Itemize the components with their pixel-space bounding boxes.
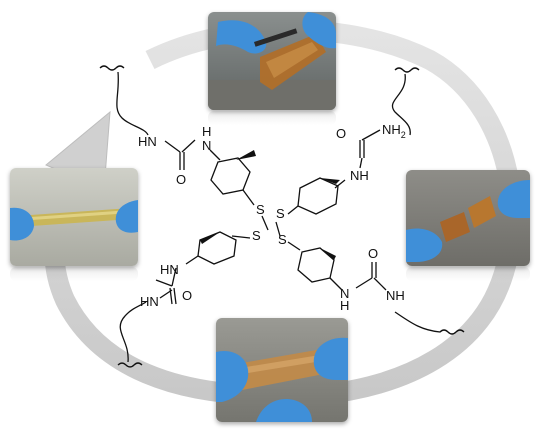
glove-right-icon — [115, 200, 138, 233]
label-hn-bottom-left-1: HN — [160, 262, 179, 277]
glove-left-icon — [216, 20, 267, 54]
polymer-chain-top-right — [392, 67, 420, 136]
label-s-4: S — [278, 232, 287, 247]
amber-gel-piece-left — [440, 212, 470, 242]
label-o-bottom-right: O — [368, 246, 378, 261]
polymer-chain-bottom-right — [394, 311, 465, 335]
photo-healed-rod — [216, 318, 348, 422]
label-n-top-left: N — [202, 138, 211, 153]
benzene-ring-top-left — [210, 157, 251, 195]
label-s-3: S — [252, 228, 261, 243]
benzene-ring-top-right — [297, 177, 339, 215]
blade-icon — [253, 28, 298, 47]
glove-bottom-icon — [256, 398, 312, 422]
label-o-bottom-left: O — [182, 288, 192, 303]
benzene-ring-bottom-left — [197, 231, 237, 265]
label-nh2-top-right: NH2 — [382, 122, 406, 140]
cycle-ring — [44, 20, 523, 406]
label-o-top-left: O — [176, 172, 186, 187]
glove-right-icon — [302, 12, 336, 49]
label-nh-bottom-right: NH — [386, 288, 405, 303]
polymer-chain-top-left — [99, 65, 149, 136]
label-nh-top-right: NH — [350, 168, 369, 183]
glove-right-icon — [313, 337, 348, 380]
label-hn-bottom-left-2: HN — [140, 294, 159, 309]
photo-cut-sample — [208, 12, 336, 110]
glove-left-icon — [216, 350, 249, 402]
label-n-bottom-right: N — [340, 286, 349, 301]
glove-right-icon — [497, 180, 530, 218]
glove-left-icon — [10, 207, 34, 241]
polymer-chain-bottom-left — [117, 301, 147, 368]
photo-joined-pieces — [406, 170, 530, 266]
glove-left-icon — [406, 228, 443, 262]
photo-stretched-rod — [10, 168, 138, 266]
label-o-top-right: O — [336, 126, 346, 141]
label-h-bottom-right: H — [340, 298, 349, 313]
amber-gel-piece-right — [468, 196, 496, 228]
label-h-top-left: H — [202, 124, 211, 139]
label-hn-top-left: HN — [138, 134, 157, 149]
label-s-1: S — [256, 202, 265, 217]
label-s-2: S — [276, 206, 285, 221]
